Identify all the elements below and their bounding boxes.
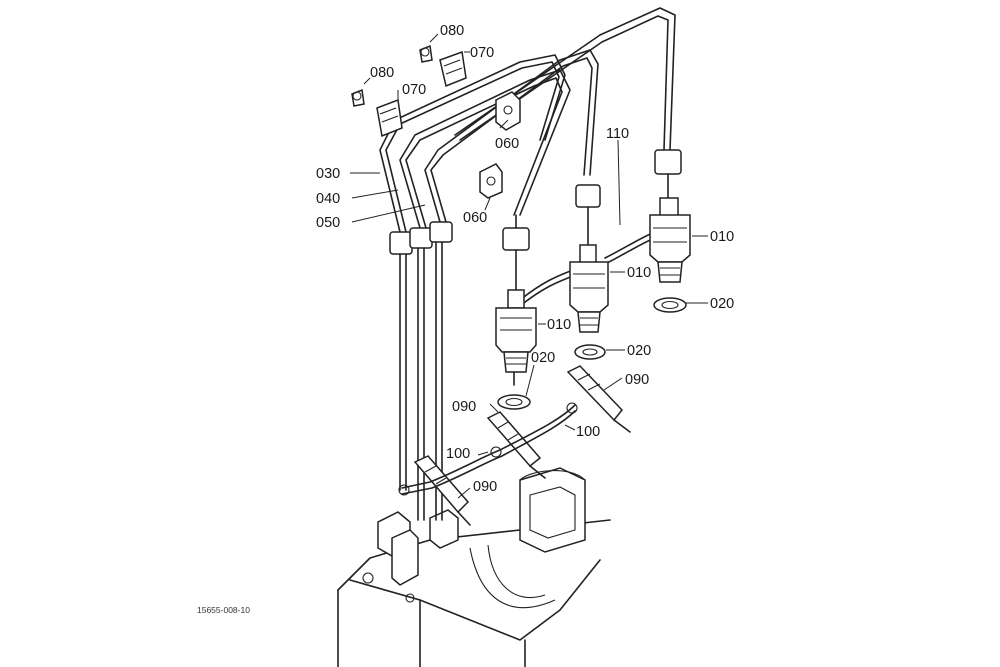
injector-nozzles: [495, 197, 691, 386]
injection-pipes: [379, 7, 676, 521]
glow-plug-leads: [398, 402, 578, 496]
label-010-c: 010: [547, 317, 571, 333]
leader-lines: [350, 33, 708, 499]
label-090-b: 090: [452, 399, 476, 415]
label-020-a: 020: [710, 296, 734, 312]
label-010-a: 010: [710, 229, 734, 245]
label-090-c: 090: [473, 479, 497, 495]
part-labels: 010 010 010 020 020 020 030 040 050 060 …: [316, 23, 734, 495]
label-040: 040: [316, 191, 340, 207]
label-100-b: 100: [576, 424, 600, 440]
pipe-nuts: [502, 149, 682, 291]
washers: [497, 297, 687, 410]
label-080-a: 080: [440, 23, 464, 39]
label-020-c: 020: [531, 350, 555, 366]
label-060-a: 060: [495, 136, 519, 152]
label-070-a: 070: [470, 45, 494, 61]
label-030: 030: [316, 166, 340, 182]
clamps-and-bolts: [351, 44, 521, 199]
figure-code: 15655-008-10: [197, 605, 250, 615]
label-060-b: 060: [463, 210, 487, 226]
label-090-a: 090: [625, 372, 649, 388]
label-100-a: 100: [446, 446, 470, 462]
label-110: 110: [606, 126, 629, 142]
label-010-b: 010: [627, 265, 651, 281]
label-070-b: 070: [402, 82, 426, 98]
label-050: 050: [316, 215, 340, 231]
engine-block: [337, 467, 611, 667]
label-080-b: 080: [370, 65, 394, 81]
label-020-b: 020: [627, 343, 651, 359]
